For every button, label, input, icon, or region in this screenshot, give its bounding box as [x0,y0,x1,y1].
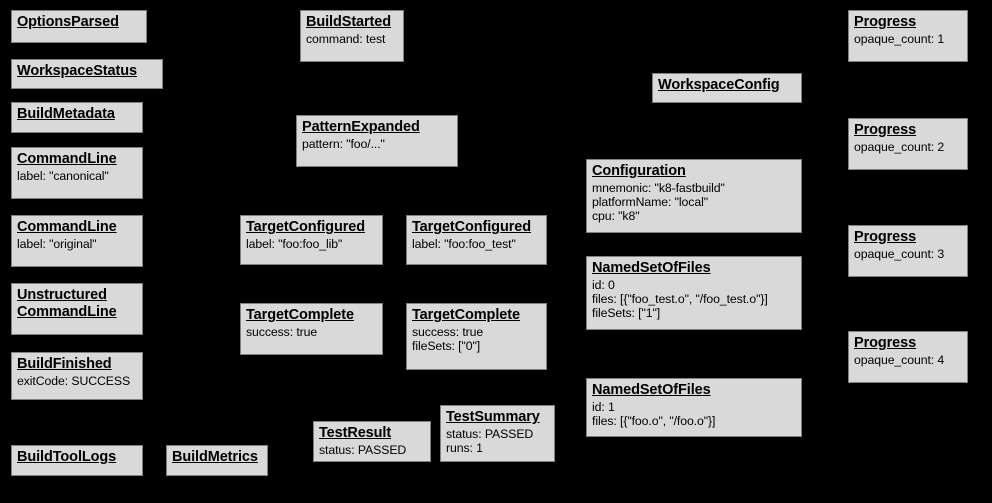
event-node-title: Progress [854,229,917,245]
event-node-field: success: true [412,324,484,339]
event-node-fields: mnemonic: "k8-fastbuild"platformName: "l… [592,181,796,223]
event-node-options-parsed[interactable]: OptionsParsed [11,10,147,43]
event-node-field: cpu: "k8" [592,208,640,223]
event-node-title: Progress [854,14,917,30]
event-node-field: files: [{"foo_test.o", "/foo_test.o"}] [592,291,768,306]
event-node-title: PatternExpanded [302,119,420,135]
event-node-fields: opaque_count: 2 [854,140,962,154]
event-node-field: files: [{"foo.o", "/foo.o"}] [592,413,716,428]
event-node-field: exitCode: SUCCESS [17,373,131,388]
event-node-fields: status: PASSED [319,443,425,457]
event-node-field: opaque_count: 3 [854,246,945,261]
event-node-workspace-status[interactable]: WorkspaceStatus [11,59,163,89]
event-node-title: TestSummary [446,409,540,425]
event-node-field: fileSets: ["0"] [412,338,481,353]
event-node-field: opaque_count: 2 [854,139,945,154]
event-node-title: TargetComplete [412,307,520,323]
event-node-field: id: 1 [592,399,615,414]
event-node-fields: label: "foo:foo_test" [412,237,541,251]
event-node-field: platformName: "local" [592,194,708,209]
event-node-title: NamedSetOfFiles [592,382,711,398]
event-node-field: label: "foo:foo_lib" [246,236,343,251]
event-node-title: TargetConfigured [412,219,531,235]
event-node-field: fileSets: ["1"] [592,305,661,320]
event-node-title: BuildMetadata [17,106,115,122]
event-node-build-metadata[interactable]: BuildMetadata [11,102,143,133]
event-node-unstructured-command-line[interactable]: Unstructured CommandLine [11,283,143,335]
event-node-field: pattern: "foo/..." [302,136,385,151]
event-node-fields: label: "foo:foo_lib" [246,237,377,251]
event-node-title: WorkspaceStatus [17,63,137,79]
event-node-title: CommandLine [17,151,117,167]
event-node-workspace-config[interactable]: WorkspaceConfig [652,73,802,103]
event-node-fields: opaque_count: 1 [854,32,962,46]
event-node-fields: label: "canonical" [17,169,137,183]
event-node-title: TestResult [319,425,392,441]
event-node-title: TargetComplete [246,307,354,323]
event-node-fields: command: test [306,32,398,46]
event-node-field: id: 0 [592,277,615,292]
event-node-field: label: "original" [17,236,97,251]
event-node-title: WorkspaceConfig [658,77,780,93]
event-node-title: BuildFinished [17,356,112,372]
event-node-fields: label: "original" [17,237,137,251]
event-node-field: label: "canonical" [17,168,109,183]
event-node-build-metrics[interactable]: BuildMetrics [166,445,268,476]
event-node-title: OptionsParsed [17,14,119,30]
event-node-field: status: PASSED [446,426,534,441]
event-node-title: CommandLine [17,219,117,235]
event-node-title: Unstructured CommandLine [17,287,117,320]
event-node-field: runs: 1 [446,440,483,455]
event-node-fields: opaque_count: 4 [854,353,962,367]
event-node-title: Configuration [592,163,686,179]
event-node-title: BuildMetrics [172,449,258,465]
event-node-field: mnemonic: "k8-fastbuild" [592,180,725,195]
event-node-fields: opaque_count: 3 [854,247,962,261]
event-node-title: Progress [854,122,917,138]
event-node-fields: pattern: "foo/..." [302,137,452,151]
event-node-fields: success: true [246,325,377,339]
event-node-title: BuildToolLogs [17,449,117,465]
event-node-field: success: true [246,324,318,339]
event-node-build-tool-logs[interactable]: BuildToolLogs [11,445,143,476]
event-node-field: opaque_count: 4 [854,352,945,367]
event-node-title: Progress [854,335,917,351]
event-node-fields: exitCode: SUCCESS [17,374,137,388]
event-node-field: command: test [306,31,386,46]
event-node-title: NamedSetOfFiles [592,260,711,276]
event-node-title: TargetConfigured [246,219,365,235]
event-node-title: BuildStarted [306,14,392,30]
event-node-field: label: "foo:foo_test" [412,236,516,251]
event-node-field: opaque_count: 1 [854,31,945,46]
event-node-field: status: PASSED [319,442,407,457]
